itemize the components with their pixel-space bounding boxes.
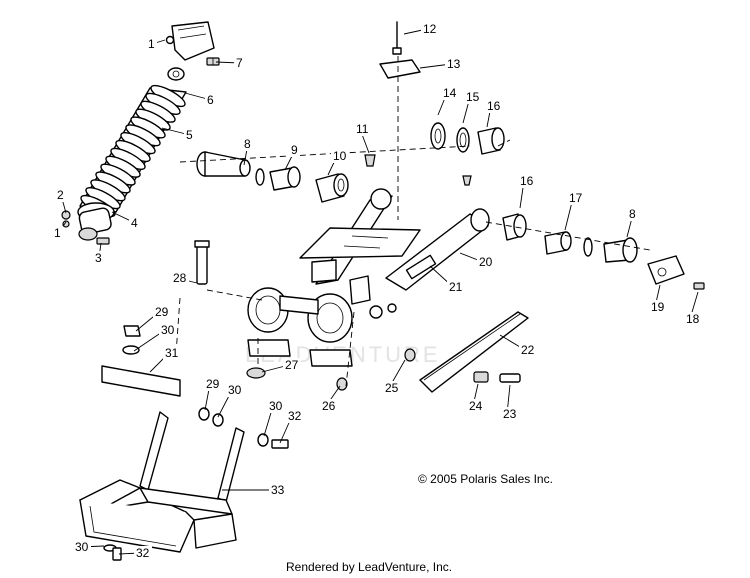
callout-label: 25 bbox=[385, 381, 399, 395]
callout-c33: 33 bbox=[222, 483, 287, 497]
callout-label: 16 bbox=[487, 99, 501, 113]
callout-c30d: 30 bbox=[73, 540, 105, 554]
callout-c4: 4 bbox=[111, 211, 140, 230]
callout-c25: 25 bbox=[383, 359, 406, 395]
callout-c10: 10 bbox=[327, 149, 349, 176]
callout-c15: 15 bbox=[462, 90, 482, 124]
copyright-text: © 2005 Polaris Sales Inc. bbox=[418, 472, 553, 486]
callout-label: 28 bbox=[173, 271, 187, 285]
callout-label: 29 bbox=[155, 305, 169, 319]
assembly-lines bbox=[175, 56, 651, 387]
callout-c31: 31 bbox=[149, 346, 181, 373]
callout-label: 33 bbox=[271, 483, 285, 497]
callout-c30a: 30 bbox=[133, 323, 177, 352]
callout-c9: 9 bbox=[284, 143, 300, 171]
callout-c12: 12 bbox=[403, 22, 439, 36]
callout-label: 30 bbox=[75, 540, 89, 554]
callout-c1a: 1 bbox=[146, 37, 166, 51]
callout-c19: 19 bbox=[649, 284, 667, 314]
callout-label: 16 bbox=[520, 174, 534, 188]
callout-c27: 27 bbox=[261, 358, 301, 373]
callout-c2: 2 bbox=[55, 188, 67, 214]
callout-c16a: 16 bbox=[485, 99, 503, 128]
rendered-by-text: Rendered by LeadVenture, Inc. bbox=[286, 560, 452, 574]
callout-label: 1 bbox=[54, 226, 61, 240]
callout-c11: 11 bbox=[354, 122, 372, 154]
callout-label: 19 bbox=[651, 300, 665, 314]
callout-c6: 6 bbox=[184, 92, 216, 107]
callout-c32a: 32 bbox=[279, 409, 304, 444]
callout-c28: 28 bbox=[171, 271, 198, 285]
callout-label: 8 bbox=[629, 207, 636, 221]
callout-label: 9 bbox=[291, 143, 298, 157]
callout-label: 15 bbox=[466, 90, 480, 104]
callout-c14: 14 bbox=[437, 86, 459, 116]
callout-label: 14 bbox=[443, 86, 457, 100]
callout-label: 29 bbox=[206, 377, 220, 391]
callout-label: 2 bbox=[57, 188, 64, 202]
callout-label: 13 bbox=[447, 57, 461, 71]
callout-label: 30 bbox=[161, 323, 175, 337]
callout-label: 17 bbox=[569, 191, 583, 205]
callout-label: 5 bbox=[186, 128, 193, 142]
callout-label: 3 bbox=[95, 251, 102, 265]
callout-c32b: 32 bbox=[118, 546, 152, 560]
callout-label: 4 bbox=[131, 216, 138, 230]
callout-c5: 5 bbox=[161, 127, 195, 142]
lower-left-parts bbox=[101, 240, 348, 449]
pivot-parts-left bbox=[196, 21, 505, 203]
callout-label: 27 bbox=[285, 358, 299, 372]
rear-bumper bbox=[79, 411, 245, 561]
shock-absorber bbox=[61, 21, 220, 245]
callout-label: 32 bbox=[136, 546, 150, 560]
callout-label: 30 bbox=[269, 399, 283, 413]
callout-label: 10 bbox=[333, 149, 347, 163]
callout-c16b: 16 bbox=[518, 174, 536, 209]
callout-label: 7 bbox=[236, 56, 243, 70]
callout-c21: 21 bbox=[429, 265, 465, 294]
callout-label: 24 bbox=[469, 399, 483, 413]
callout-label: 8 bbox=[244, 137, 251, 151]
callout-c3: 3 bbox=[93, 242, 104, 265]
callout-c23: 23 bbox=[501, 384, 519, 421]
callout-label: 20 bbox=[479, 255, 493, 269]
callout-label: 30 bbox=[228, 383, 242, 397]
callout-label: 1 bbox=[148, 37, 155, 51]
callout-label: 23 bbox=[503, 407, 517, 421]
callout-c13: 13 bbox=[419, 57, 463, 71]
swing-arm bbox=[247, 188, 490, 367]
pivot-parts-right bbox=[502, 213, 705, 290]
callout-c29b: 29 bbox=[204, 377, 222, 411]
callout-label: 32 bbox=[288, 409, 302, 423]
callout-c20: 20 bbox=[459, 252, 495, 269]
callout-label: 11 bbox=[356, 122, 369, 136]
callout-c30b: 30 bbox=[217, 383, 244, 418]
callout-c1b: 1 bbox=[52, 221, 67, 240]
callout-c22: 22 bbox=[499, 334, 537, 357]
callout-label: 12 bbox=[423, 22, 437, 36]
chain-guide bbox=[404, 311, 529, 393]
callout-label: 31 bbox=[165, 346, 179, 360]
callout-c29a: 29 bbox=[135, 305, 171, 332]
callout-c24: 24 bbox=[467, 383, 485, 413]
callout-c17: 17 bbox=[564, 191, 585, 231]
callout-c8b: 8 bbox=[626, 207, 638, 238]
callout-label: 26 bbox=[322, 399, 336, 413]
callout-c18: 18 bbox=[684, 291, 702, 326]
callout-c8a: 8 bbox=[242, 137, 253, 166]
callout-c7: 7 bbox=[215, 56, 245, 70]
callout-label: 21 bbox=[449, 280, 463, 294]
callout-c30c: 30 bbox=[263, 399, 285, 437]
callout-label: 22 bbox=[521, 343, 535, 357]
callout-label: 6 bbox=[207, 93, 214, 107]
callout-c26: 26 bbox=[320, 385, 341, 413]
callout-label: 18 bbox=[686, 312, 700, 326]
